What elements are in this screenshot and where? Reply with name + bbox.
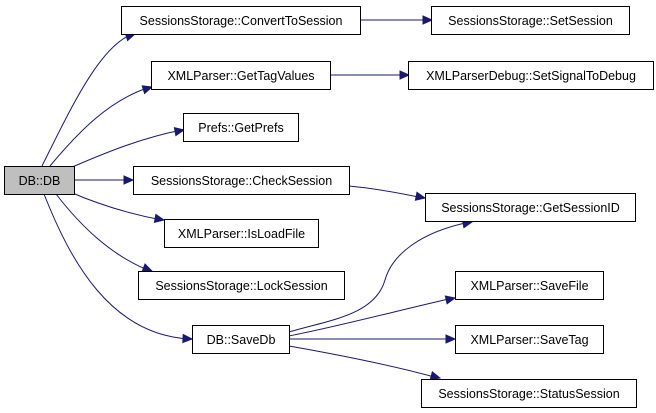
edge-savedb-to-savetag xyxy=(289,334,457,344)
node-setsignal[interactable]: XMLParserDebug::SetSignalToDebug xyxy=(408,61,654,90)
node-box[interactable] xyxy=(121,6,361,35)
node-setsession[interactable]: SessionsStorage::SetSession xyxy=(431,6,630,35)
node-label: XMLParser::SaveTag xyxy=(470,333,588,347)
node-db[interactable]: DB::DB xyxy=(4,166,75,195)
edge-db-to-checksession xyxy=(74,175,135,185)
edge-db-to-convert xyxy=(41,32,137,167)
edge-convert-to-setsession xyxy=(359,15,434,25)
node-statussession[interactable]: SessionsStorage::StatusSession xyxy=(421,379,637,408)
node-label: XMLParserDebug::SetSignalToDebug xyxy=(426,69,636,83)
node-box[interactable] xyxy=(455,271,604,300)
edge-db-to-gettag xyxy=(49,85,154,167)
node-label: SessionsStorage::GetSessionID xyxy=(441,201,620,215)
node-box[interactable] xyxy=(133,166,350,195)
node-box[interactable] xyxy=(138,271,345,300)
node-gettag[interactable]: XMLParser::GetTagValues xyxy=(151,61,331,90)
node-label: DB::DB xyxy=(19,174,61,188)
node-label: XMLParser::IsLoadFile xyxy=(178,227,305,241)
edges-layer xyxy=(41,15,474,381)
edge-db-to-getprefs xyxy=(69,127,186,169)
node-savetag[interactable]: XMLParser::SaveTag xyxy=(455,325,604,354)
node-box[interactable] xyxy=(421,379,637,408)
node-label: SessionsStorage::CheckSession xyxy=(151,174,332,188)
node-label: Prefs::GetPrefs xyxy=(198,121,283,135)
node-label: SessionsStorage::StatusSession xyxy=(438,387,619,401)
node-locksession[interactable]: SessionsStorage::LockSession xyxy=(138,271,345,300)
node-box[interactable] xyxy=(4,166,75,195)
edge-db-to-savedb xyxy=(43,193,194,344)
node-box[interactable] xyxy=(192,325,290,354)
node-label: SessionsStorage::ConvertToSession xyxy=(140,14,343,28)
node-box[interactable] xyxy=(151,61,331,90)
node-savefile[interactable]: XMLParser::SaveFile xyxy=(455,271,604,300)
node-savedb[interactable]: DB::SaveDb xyxy=(192,325,290,354)
edge-db-to-isloadfile xyxy=(69,191,166,224)
node-label: XMLParser::SaveFile xyxy=(470,279,588,293)
edge-checksession-to-getsessionid xyxy=(348,185,427,201)
node-box[interactable] xyxy=(164,219,319,248)
edge-gettag-to-setsignal xyxy=(329,70,411,80)
node-getsessionid[interactable]: SessionsStorage::GetSessionID xyxy=(425,193,636,222)
node-label: DB::SaveDb xyxy=(207,333,276,347)
node-convert[interactable]: SessionsStorage::ConvertToSession xyxy=(121,6,361,35)
node-checksession[interactable]: SessionsStorage::CheckSession xyxy=(133,166,350,195)
node-isloadfile[interactable]: XMLParser::IsLoadFile xyxy=(164,219,319,248)
node-box[interactable] xyxy=(183,113,299,142)
node-getprefs[interactable]: Prefs::GetPrefs xyxy=(183,113,299,142)
node-box[interactable] xyxy=(455,325,604,354)
edge-db-to-locksession xyxy=(55,193,154,273)
node-label: SessionsStorage::SetSession xyxy=(448,14,613,28)
node-label: XMLParser::GetTagValues xyxy=(167,69,314,83)
node-box[interactable] xyxy=(425,193,636,222)
node-box[interactable] xyxy=(408,61,654,90)
edge-savedb-to-statussession xyxy=(288,345,442,381)
node-box[interactable] xyxy=(431,6,630,35)
node-label: SessionsStorage::LockSession xyxy=(155,279,327,293)
edge-savedb-to-savefile xyxy=(288,295,457,337)
